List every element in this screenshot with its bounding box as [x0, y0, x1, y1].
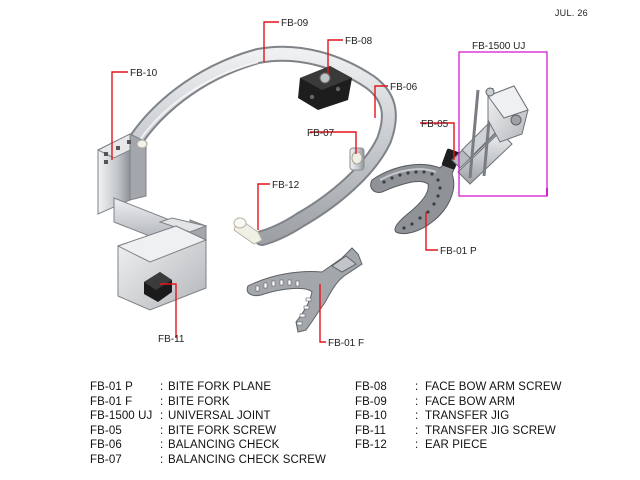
legend-part-name: BITE FORK PLANE	[168, 381, 272, 393]
legend-row: FB-1500 UJ: UNIVERSAL JOINT	[90, 409, 326, 424]
jig-screw-knob	[144, 272, 172, 302]
legend-separator: :	[160, 381, 164, 393]
legend-separator: :	[160, 395, 164, 408]
legend-left: FB-01 P: BITE FORK PLANE FB-01 F: BITE FORK…	[90, 380, 326, 467]
legend-code: FB-07	[90, 453, 122, 466]
leader-fb11	[160, 283, 177, 338]
callout-fb01f: FB-01 F	[328, 338, 364, 349]
callout-fb10: FB-10	[130, 68, 158, 79]
date-label: JUL. 26	[554, 8, 588, 18]
legend-code: FB-06	[90, 439, 122, 451]
legend-part-name: FACE BOW ARM	[425, 395, 516, 408]
leader-fb09	[263, 21, 279, 62]
legend-right: FB-08: FACE BOW ARM SCREW FB-09: FACE BOW A…	[355, 380, 562, 453]
legend-code: FB-01 F	[90, 395, 133, 408]
legend-part-name: BALANCING CHECK	[168, 439, 280, 451]
legend-row: FB-01 P: BITE FORK PLANE	[90, 380, 326, 395]
transfer-jig	[96, 133, 208, 311]
legend-part-name: BITE FORK SCREW	[168, 424, 277, 437]
legend-row: FB-05: BITE FORK SCREW	[90, 424, 326, 439]
leader-fb05	[420, 122, 455, 160]
legend-separator: :	[160, 424, 164, 437]
bite-fork	[246, 247, 363, 333]
leader-fb01f	[319, 284, 326, 343]
callout-fb11: FB-11	[158, 334, 185, 345]
legend-separator: :	[415, 424, 419, 437]
legend-code: FB-05	[90, 424, 122, 437]
legend-separator: :	[160, 439, 164, 451]
legend-part-name: TRANSFER JIG	[425, 410, 510, 422]
legend-row: FB-07: BALANCING CHECK SCREW	[90, 453, 326, 468]
universal-joint-box	[458, 51, 548, 197]
legend-code: FB-12	[355, 439, 387, 451]
universal-joint	[451, 85, 529, 185]
legend-separator: :	[160, 410, 164, 422]
legend-code: FB-09	[355, 395, 387, 408]
legend-row: FB-09: FACE BOW ARM	[355, 395, 562, 410]
legend-separator: :	[415, 395, 419, 408]
legend-row: FB-06: BALANCING CHECK	[90, 438, 326, 453]
legend-row: FB-11: TRANSFER JIG SCREW	[355, 424, 562, 439]
arm-screw-knob	[298, 66, 352, 110]
bite-fork-plane	[370, 148, 461, 235]
leader-fb08	[327, 39, 343, 74]
legend-separator: :	[415, 439, 419, 451]
callout-fb09: FB-09	[281, 18, 309, 29]
legend-code: FB-11	[355, 424, 386, 437]
legend-separator: :	[160, 453, 164, 466]
legend-part-name: EAR PIECE	[425, 439, 488, 451]
leader-lines	[111, 21, 455, 343]
legend-part-name: FACE BOW ARM SCREW	[425, 381, 562, 393]
legend-part-name: BALANCING CHECK SCREW	[168, 453, 327, 466]
callout-fb1500: FB-1500 UJ	[472, 41, 525, 52]
legend-code: FB-10	[355, 410, 387, 422]
legend-row: FB-12: EAR PIECE	[355, 438, 562, 453]
leader-fb06	[374, 85, 388, 118]
legend-part-name: TRANSFER JIG SCREW	[425, 424, 556, 437]
balancing-check	[349, 147, 365, 171]
legend-row: FB-10: TRANSFER JIG	[355, 409, 562, 424]
legend-part-name: BITE FORK	[168, 395, 230, 408]
legend-part-name: UNIVERSAL JOINT	[168, 410, 271, 422]
callout-fb07: FB-07	[307, 128, 335, 139]
callout-fb08: FB-08	[345, 36, 373, 47]
legend-code: FB-01 P	[90, 381, 133, 393]
leader-fb07	[310, 131, 357, 154]
callout-fb05: FB-05	[421, 119, 449, 130]
legend-code: FB-1500 UJ	[90, 410, 153, 422]
callout-fb01p: FB-01 P	[440, 246, 477, 257]
legend-row: FB-08: FACE BOW ARM SCREW	[355, 380, 562, 395]
face-bow-arm	[117, 45, 397, 246]
callout-fb12: FB-12	[272, 180, 300, 191]
legend-code: FB-08	[355, 381, 387, 393]
legend-row: FB-01 F: BITE FORK	[90, 395, 326, 410]
leader-fb01p	[425, 212, 438, 251]
leader-fb10	[111, 71, 128, 160]
callout-fb06: FB-06	[390, 82, 418, 93]
ear-piece	[233, 217, 263, 245]
legend-separator: :	[415, 410, 419, 422]
leader-fb12	[257, 183, 270, 230]
legend-separator: :	[415, 381, 419, 393]
